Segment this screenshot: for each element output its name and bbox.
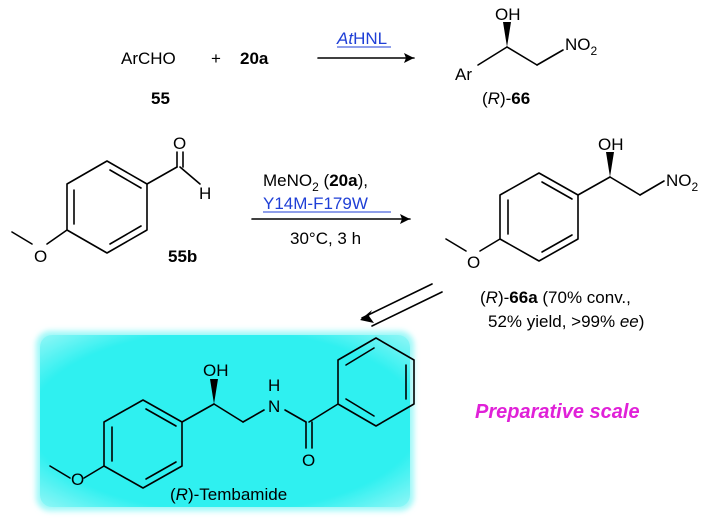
conversion-double-arrow — [360, 283, 443, 327]
aldehyde-h: H — [199, 184, 211, 203]
tembamide-label: (R)-Tembamide — [170, 485, 287, 504]
reactant-20a: 20a — [240, 49, 269, 68]
compound-number-55: 55 — [151, 89, 170, 108]
tembamide-carbonyl-o: O — [302, 451, 315, 470]
product-66a-label: (R)-66a (70% conv., — [480, 288, 631, 307]
product-66-label: (R)-66 — [482, 89, 530, 108]
tembamide-box: OH N H O O (R)-Tembamide — [36, 331, 415, 511]
product-66a-structure — [445, 152, 665, 262]
tembamide-methoxy-o: O — [71, 470, 84, 489]
product-66-structure — [477, 22, 564, 66]
tembamide-n: N — [268, 397, 280, 416]
reaction-conditions: 30°C, 3 h — [290, 229, 361, 248]
product-66a-yield: 52% yield, >99% ee) — [488, 312, 644, 331]
product-66-oh: OH — [495, 5, 521, 24]
aldehyde-55b-structure — [11, 151, 201, 254]
preparative-scale-label: Preparative scale — [475, 401, 640, 423]
enzyme-variant-label: Y14M-F179W — [263, 194, 368, 213]
reactant-archo: ArCHO — [121, 49, 176, 68]
product-66-ar: Ar — [455, 65, 472, 84]
middle-reaction: O H O 55b MeNO2 (20a), Y14M-F179W 30°C, … — [11, 134, 699, 331]
reagent-menitro: MeNO2 (20a), — [263, 171, 368, 194]
compound-number-55b: 55b — [168, 247, 197, 266]
tembamide-structure — [49, 337, 415, 489]
plus-sign: + — [211, 49, 221, 68]
top-reaction: ArCHO + 20a 55 AtHNL OH Ar NO2 (R)-66 — [121, 5, 598, 108]
aldehyde-o: O — [173, 134, 186, 153]
product-66a-no2: NO2 — [666, 171, 699, 194]
product-66a-methoxy-o: O — [467, 253, 480, 272]
tembamide-nh-h: H — [268, 376, 280, 395]
tembamide-oh: OH — [203, 361, 229, 380]
product-66-no2: NO2 — [565, 35, 598, 58]
reaction-arrow-top — [317, 53, 415, 63]
methoxy-o-55b: O — [34, 247, 47, 266]
product-66a-oh: OH — [598, 135, 624, 154]
reaction-arrow-middle — [251, 214, 411, 224]
enzyme-label-athnl: AtHNL — [336, 29, 387, 48]
